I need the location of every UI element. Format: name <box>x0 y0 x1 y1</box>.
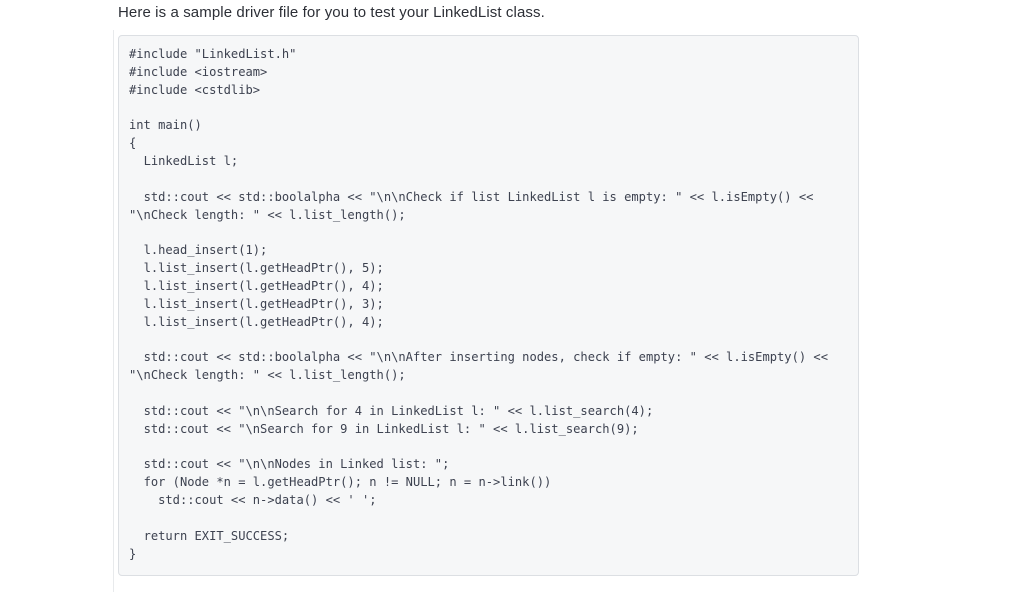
content-column: Here is a sample driver file for you to … <box>118 0 998 577</box>
code-content: #include "LinkedList.h" #include <iostre… <box>129 47 828 561</box>
page-title: Here is a sample driver file for you to … <box>118 4 545 21</box>
content-column-divider <box>113 30 114 592</box>
code-block: #include "LinkedList.h" #include <iostre… <box>118 35 859 577</box>
